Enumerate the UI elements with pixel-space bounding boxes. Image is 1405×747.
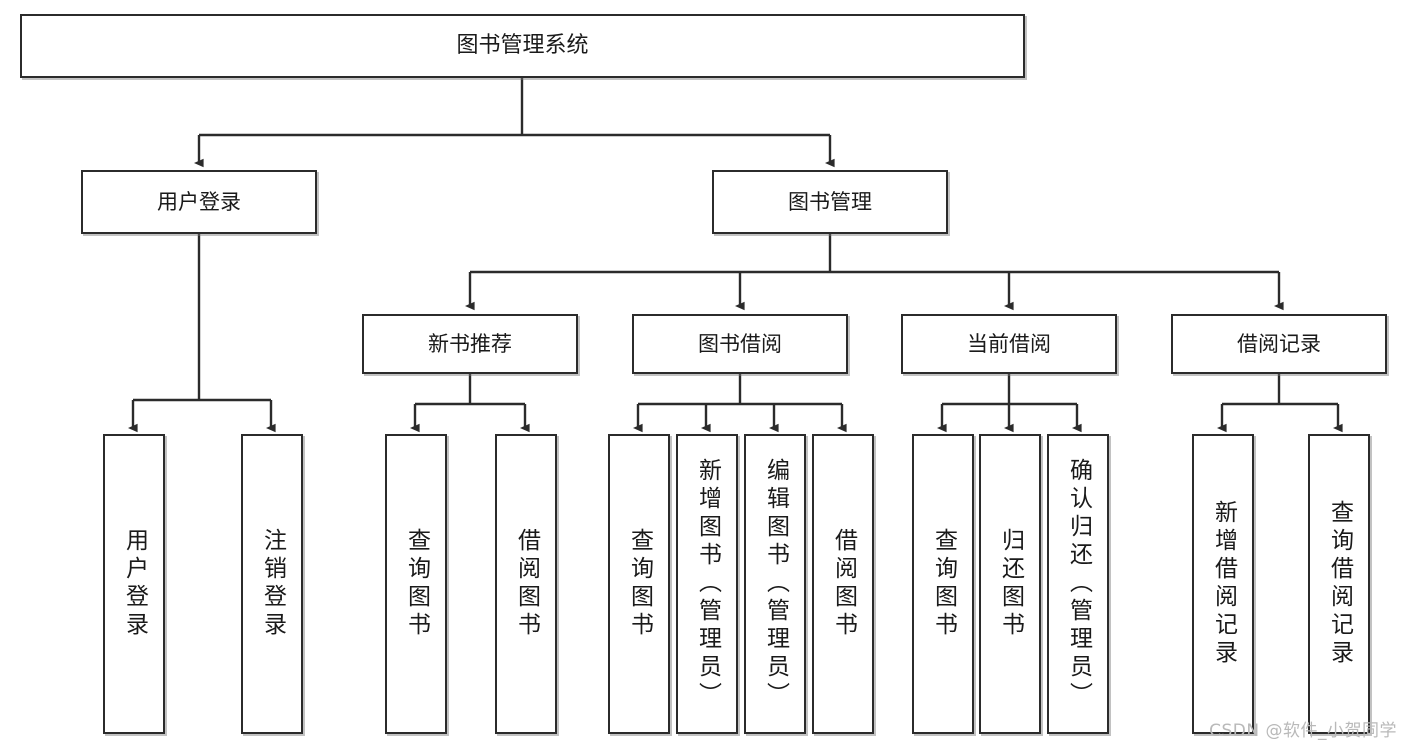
node-label: 借阅记录 <box>1237 331 1321 356</box>
node-leaf-confirm-return-admin[interactable]: 确认归还（管理员） <box>1047 434 1109 734</box>
node-label: 查询借阅记录 <box>1326 500 1353 668</box>
node-label: 注销登录 <box>259 528 286 640</box>
node-label: 当前借阅 <box>967 331 1051 356</box>
node-label: 新增图书（管理员） <box>694 458 721 710</box>
node-book-management[interactable]: 图书管理 <box>712 170 948 234</box>
node-leaf-return-book[interactable]: 归还图书 <box>979 434 1041 734</box>
node-leaf-edit-book-admin[interactable]: 编辑图书（管理员） <box>744 434 806 734</box>
node-label: 确认归还（管理员） <box>1065 458 1092 710</box>
node-label: 新书推荐 <box>428 331 512 356</box>
node-leaf-user-login[interactable]: 用户登录 <box>103 434 165 734</box>
node-leaf-borrow-book-recommendation[interactable]: 借阅图书 <box>495 434 557 734</box>
node-user-login[interactable]: 用户登录 <box>81 170 317 234</box>
node-label: 用户登录 <box>157 189 241 214</box>
node-leaf-add-borrowing-record[interactable]: 新增借阅记录 <box>1192 434 1254 734</box>
node-root-book-management-system[interactable]: 图书管理系统 <box>20 14 1025 78</box>
node-leaf-query-book-current[interactable]: 查询图书 <box>912 434 974 734</box>
node-borrowing-records[interactable]: 借阅记录 <box>1171 314 1387 374</box>
node-label: 编辑图书（管理员） <box>762 458 789 710</box>
node-label: 新增借阅记录 <box>1210 500 1237 668</box>
node-label: 归还图书 <box>997 528 1024 640</box>
node-leaf-borrow-book-borrowing[interactable]: 借阅图书 <box>812 434 874 734</box>
node-leaf-query-book-recommendation[interactable]: 查询图书 <box>385 434 447 734</box>
node-leaf-query-book-borrowing[interactable]: 查询图书 <box>608 434 670 734</box>
node-leaf-logout-login[interactable]: 注销登录 <box>241 434 303 734</box>
node-leaf-query-borrowing-record[interactable]: 查询借阅记录 <box>1308 434 1370 734</box>
node-label: 图书管理 <box>788 189 872 214</box>
node-new-book-recommendation[interactable]: 新书推荐 <box>362 314 578 374</box>
node-label: 借阅图书 <box>830 528 857 640</box>
node-label: 图书管理系统 <box>456 33 589 59</box>
node-label: 查询图书 <box>403 528 430 640</box>
node-label: 图书借阅 <box>698 331 782 356</box>
node-label: 用户登录 <box>121 528 148 640</box>
node-label: 查询图书 <box>626 528 653 640</box>
node-label: 借阅图书 <box>513 528 540 640</box>
node-label: 查询图书 <box>930 528 957 640</box>
node-book-borrowing[interactable]: 图书借阅 <box>632 314 848 374</box>
node-current-borrowing[interactable]: 当前借阅 <box>901 314 1117 374</box>
node-leaf-add-book-admin[interactable]: 新增图书（管理员） <box>676 434 738 734</box>
